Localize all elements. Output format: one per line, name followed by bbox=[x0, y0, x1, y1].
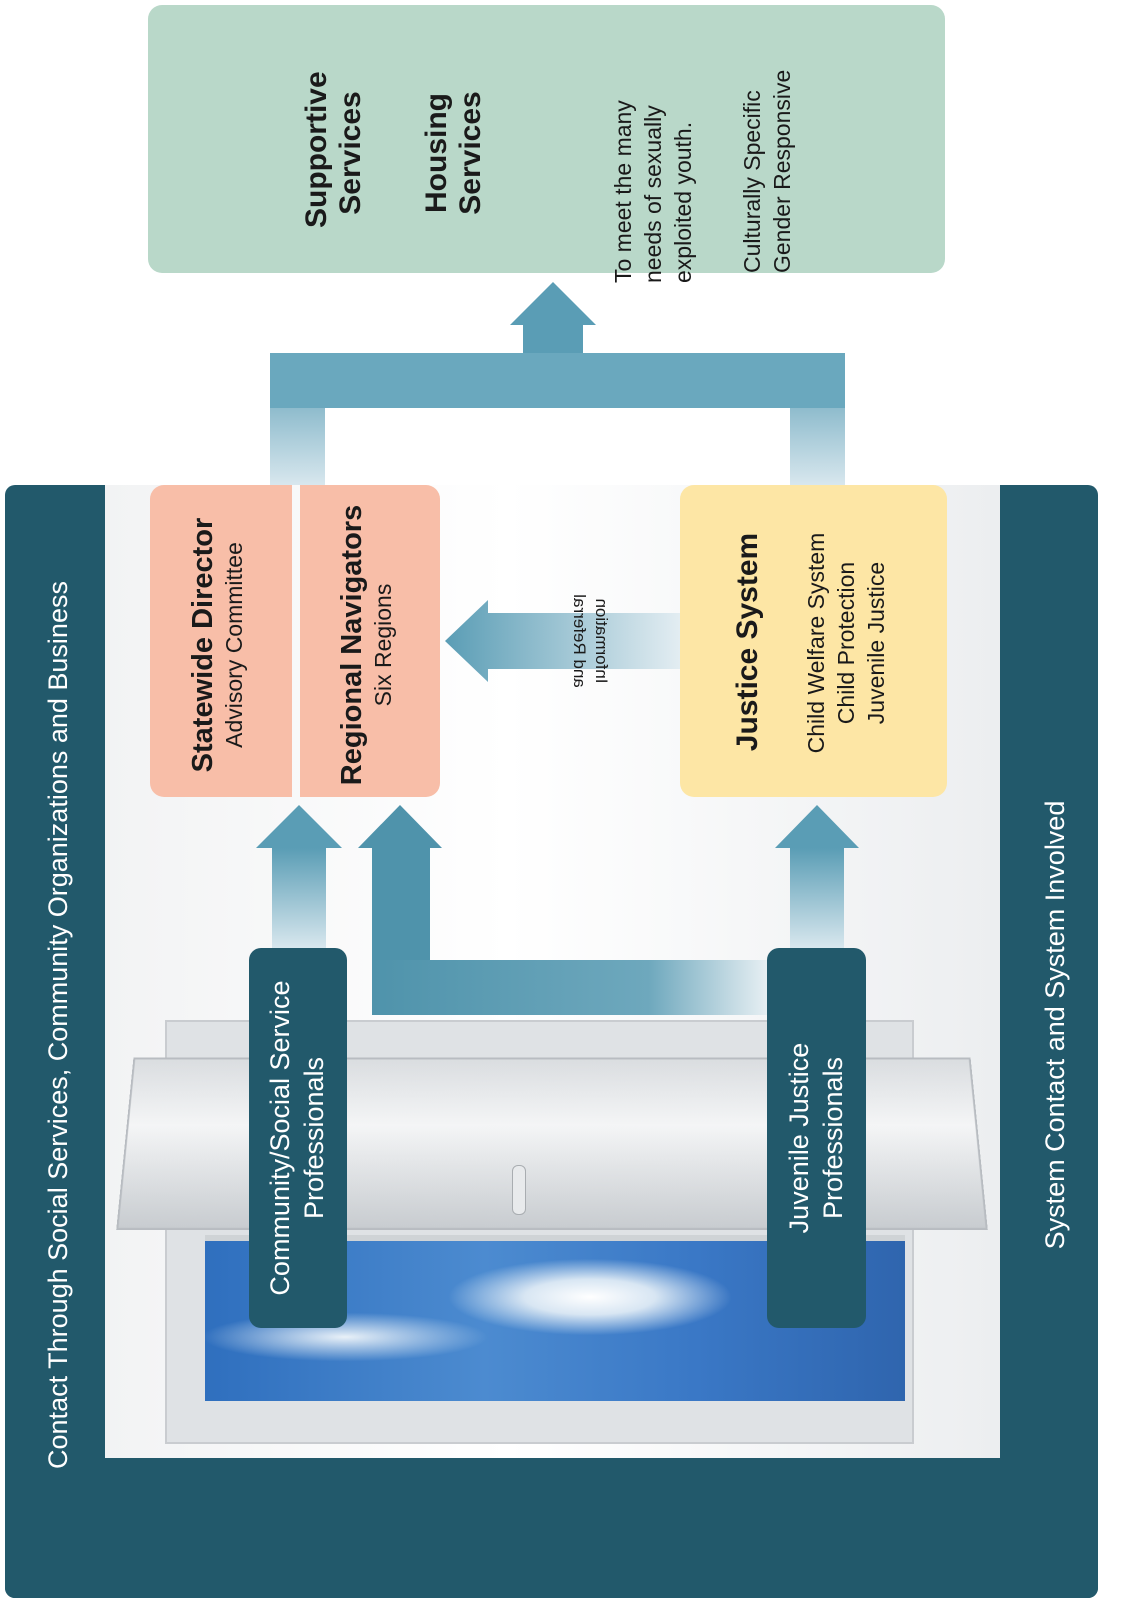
juvenile-line2: Professionals bbox=[818, 1056, 848, 1220]
navigators-text: Regional Navigators Six Regions bbox=[335, 490, 405, 800]
services-description: To meet the many needs of sexually explo… bbox=[608, 53, 708, 283]
navigators-title: Regional Navigators bbox=[336, 504, 368, 786]
supportive-services-heading: Supportive Services bbox=[300, 71, 370, 228]
services-box bbox=[148, 5, 945, 273]
community-line2: Professionals bbox=[299, 1056, 329, 1220]
outer-frame-bottom bbox=[5, 1458, 1098, 1598]
juvenile-line1: Juvenile Justice bbox=[784, 1042, 814, 1234]
supportive-line2: Services bbox=[334, 91, 367, 215]
services-arrow-right-leg bbox=[790, 353, 845, 485]
justice-box bbox=[680, 485, 947, 797]
housing-line2: Services bbox=[454, 91, 487, 215]
navigators-box bbox=[300, 485, 440, 797]
referral-line2: and Referral bbox=[570, 594, 589, 688]
outer-frame-left bbox=[5, 485, 105, 1598]
community-professionals-box bbox=[249, 948, 347, 1328]
juvenile-professionals-box bbox=[767, 948, 866, 1328]
referral-arrow-label: Information and Referral bbox=[538, 586, 612, 696]
services-approach-line2: Gender Responsive bbox=[769, 69, 795, 273]
statewide-text: Statewide Director Advisory Committee bbox=[186, 490, 256, 800]
outer-frame-right bbox=[1000, 485, 1098, 1598]
supportive-line1: Supportive bbox=[300, 71, 333, 228]
statewide-subtitle: Advisory Committee bbox=[221, 542, 247, 748]
justice-item-1: Child Welfare System bbox=[803, 532, 829, 754]
statewide-title: Statewide Director bbox=[187, 517, 219, 773]
community-line1: Community/Social Service bbox=[265, 980, 295, 1296]
window-handle-icon bbox=[512, 1165, 526, 1215]
justice-items: Child Welfare System Child Protection Ju… bbox=[801, 493, 893, 793]
services-desc-line2: needs of sexually bbox=[640, 105, 666, 283]
justice-item-2: Child Protection bbox=[833, 561, 859, 725]
services-arrow-left-leg bbox=[270, 353, 325, 485]
services-arrow-head bbox=[510, 282, 596, 353]
justice-item-3: Juvenile Justice bbox=[863, 561, 889, 725]
services-desc-line3: exploited youth. bbox=[670, 121, 696, 283]
services-desc-line1: To meet the many bbox=[610, 100, 636, 283]
referral-line1: Information bbox=[592, 598, 611, 684]
services-arrow-bar bbox=[270, 353, 845, 408]
justice-title: Justice System bbox=[731, 532, 764, 752]
navigators-subtitle: Six Regions bbox=[370, 583, 396, 707]
services-approach: Culturally Specific Gender Responsive bbox=[737, 33, 807, 273]
housing-line1: Housing bbox=[420, 93, 453, 213]
juvenile-professionals-text: Juvenile Justice Professionals bbox=[782, 963, 852, 1313]
left-frame-label: Contact Through Social Services, Communi… bbox=[43, 581, 73, 1469]
services-approach-line1: Culturally Specific bbox=[739, 90, 765, 273]
housing-services-heading: Housing Services bbox=[420, 78, 490, 228]
statewide-box bbox=[150, 485, 292, 797]
community-professionals-text: Community/Social Service Professionals bbox=[263, 963, 333, 1313]
right-frame-label: System Contact and System Involved bbox=[1040, 800, 1070, 1250]
